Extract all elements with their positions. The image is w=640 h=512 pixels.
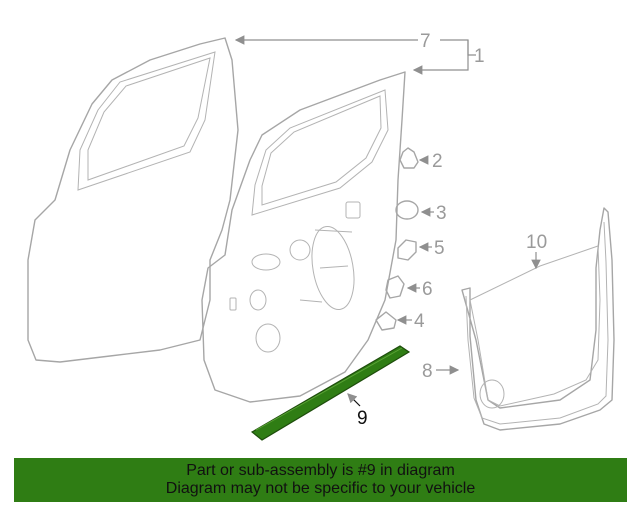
weatherstrip-part-8 xyxy=(461,207,615,431)
callout-8: 8 xyxy=(422,361,433,382)
callout-7: 7 xyxy=(420,31,431,52)
callout-10: 10 xyxy=(526,232,547,253)
callout-5: 5 xyxy=(434,238,445,259)
callout-6: 6 xyxy=(422,279,433,300)
banner-line-2: Diagram may not be specific to your vehi… xyxy=(165,480,476,497)
plug-part-6 xyxy=(385,275,405,299)
door-panel-part-1 xyxy=(201,71,406,403)
callout-1: 1 xyxy=(474,46,485,67)
banner-line-1: Part or sub-assembly is #9 in diagram xyxy=(186,462,455,479)
callout-3: 3 xyxy=(436,203,447,224)
parts-diagram: 7 1 2 3 5 6 4 8 10 9 xyxy=(27,31,615,441)
plug-part-5 xyxy=(397,239,417,261)
door-shell-part-7 xyxy=(27,37,239,363)
plug-part-3 xyxy=(395,200,419,220)
part-info-banner: Part or sub-assembly is #9 in diagram Di… xyxy=(14,458,627,502)
callout-2: 2 xyxy=(432,151,443,172)
plug-part-4 xyxy=(375,311,397,331)
belt-molding-part-9-highlighted xyxy=(250,345,411,441)
seal-panel-part-10 xyxy=(469,245,601,409)
leader-lines xyxy=(234,35,541,407)
clip-part-2 xyxy=(399,147,419,169)
callout-4: 4 xyxy=(414,311,425,332)
callout-9: 9 xyxy=(357,408,368,429)
